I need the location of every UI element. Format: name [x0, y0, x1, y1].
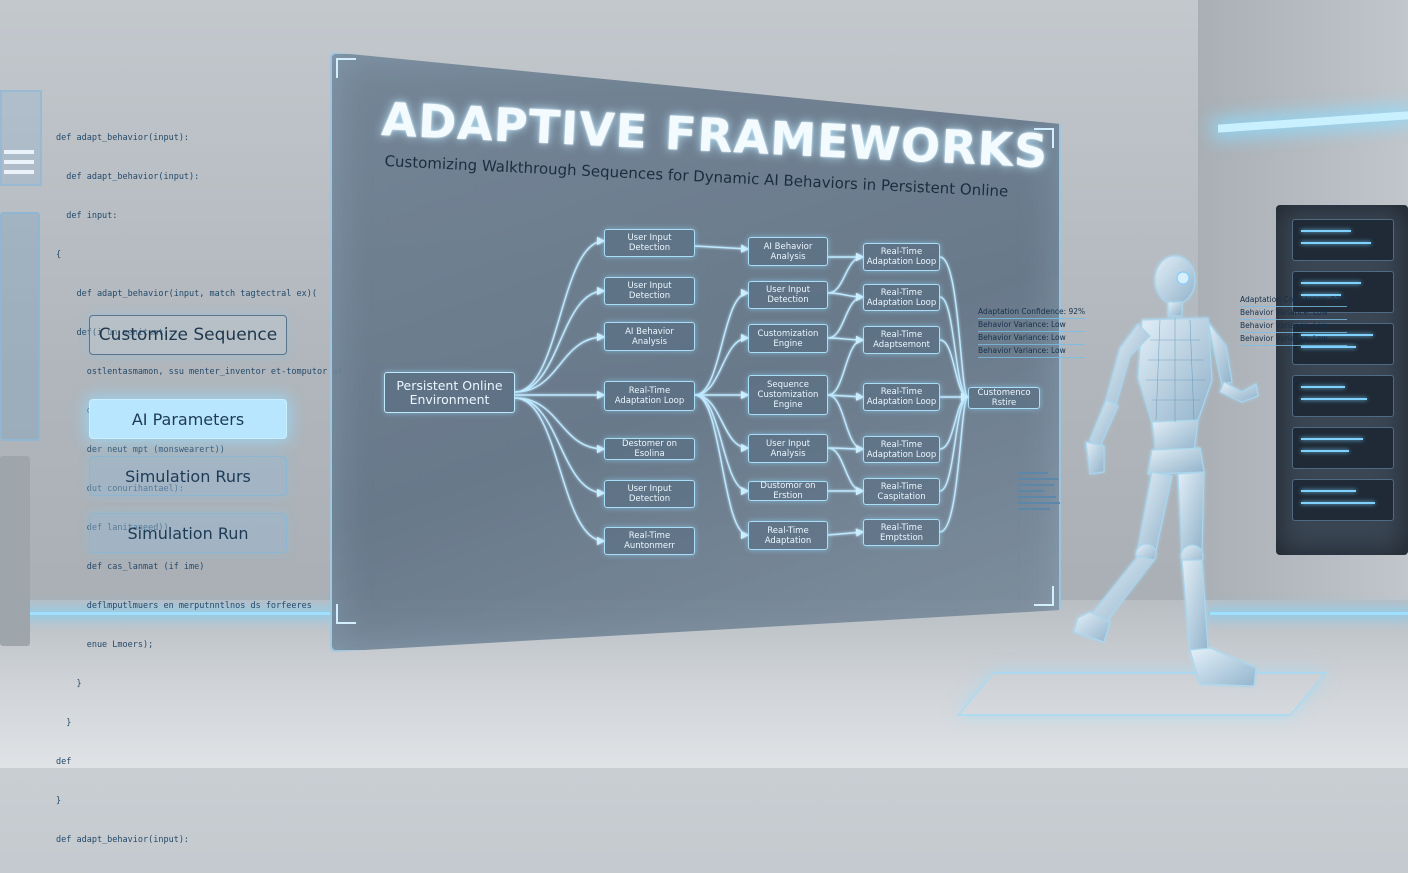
code-line: def adapt_behavior(input, match tagtectr… [56, 289, 317, 299]
node-user-input-detection[interactable]: User Input Detection [748, 281, 828, 309]
code-line: deflmputlmuers en merputnntlnos ds forfe… [56, 601, 312, 611]
stat-line: Behavior Variance: Low [978, 332, 1086, 345]
node-user-input-detection[interactable]: User Input Detection [604, 229, 695, 257]
code-line: enue Lmoers); [56, 640, 154, 650]
simulation-run-button[interactable]: Simulation Run [89, 513, 287, 553]
code-line: def cas_lanmat (if ime) [56, 562, 205, 572]
stat-line: Behavior Variance: Low [978, 319, 1086, 332]
rack-unit [1292, 271, 1394, 313]
node-ai-behavior-analysis[interactable]: AI Behavior Analysis [748, 237, 828, 266]
customize-sequence-button[interactable]: Customize Sequence [89, 315, 287, 355]
node-output[interactable]: Customenco Rstire [968, 387, 1040, 409]
code-line: } [56, 796, 62, 806]
node-sequence-customization-engine[interactable]: Sequence Customization Engine [748, 375, 828, 415]
stats-panel-center: Adaptation Confidence: 92% Behavior Vari… [978, 306, 1086, 358]
node-real-time-adaptation[interactable]: Real-Time Adaptsemont [863, 326, 940, 354]
ai-parameters-button[interactable]: AI Parameters [89, 399, 287, 439]
stat-line: Adaptation Confidence: 92% [1240, 294, 1348, 307]
node-real-time-environment[interactable]: Real-Time Auntonmerr [604, 527, 695, 555]
stat-line: Adaptation Confidence: 92% [978, 306, 1086, 319]
stats-panel-robot: Adaptation Confidence: 92% Behavior Vari… [1240, 294, 1348, 346]
node-real-time-adaptation[interactable]: Real-Time Caspitation [863, 478, 940, 505]
side-monitor-top [0, 90, 42, 186]
node-adaptation-loop[interactable]: Real-Time Adaptation Loop [863, 243, 940, 271]
stat-line: Behavior Variance: Low [1240, 320, 1348, 333]
scene: def adapt_behavior(input): def adapt_beh… [0, 0, 1408, 845]
node-adaptation-loop[interactable]: Real-Time Adaptation Loop [863, 284, 940, 311]
rack-unit [1292, 427, 1394, 469]
simulation-runs-button[interactable]: Simulation Rurs [89, 456, 287, 496]
rack-unit [1292, 219, 1394, 261]
code-line: def lanitaneed)) [56, 523, 169, 533]
code-line: def input: [56, 211, 118, 221]
code-line: } [56, 718, 72, 728]
node-user-input-analysis[interactable]: User Input Analysis [748, 434, 828, 463]
node-real-time-emulation[interactable]: Real-Time Emptstion [863, 519, 940, 546]
floor-light-left [0, 612, 335, 615]
panel-corner [336, 604, 356, 624]
side-monitor [0, 212, 40, 441]
node-customer-option[interactable]: Destomer on Esolina [604, 438, 695, 460]
rack-unit [1292, 323, 1394, 365]
data-readout [1018, 468, 1060, 514]
panel-corner [1034, 586, 1054, 606]
code-line: } [56, 679, 82, 689]
code-line: dut conurihantael): [56, 484, 184, 494]
node-ai-behavior-analysis[interactable]: AI Behavior Analysis [604, 322, 695, 351]
node-user-input-detection[interactable]: User Input Detection [604, 480, 695, 508]
code-line: def adapt_behavior(input): [56, 172, 200, 182]
stat-line: Behavior Variance: Low [1240, 307, 1348, 320]
node-adaptation-loop[interactable]: Real-Time Adaptation Loop [863, 383, 940, 411]
code-line: { [56, 250, 62, 260]
stat-line: Behavior Variance: Low [1240, 333, 1348, 346]
node-root[interactable]: Persistent Online Environment [384, 372, 515, 413]
side-device [0, 456, 30, 646]
code-snippet: def adapt_behavior(input): def adapt_beh… [56, 106, 346, 873]
rack-unit [1292, 479, 1394, 521]
node-user-input-detection[interactable]: User Input Detection [604, 277, 695, 305]
robot-figure [1073, 255, 1259, 687]
node-real-time-adaptation[interactable]: Real-Time Adaptation [748, 521, 828, 550]
panel-corner [1034, 128, 1054, 148]
code-line: def adapt_behavior(input): [56, 133, 190, 143]
code-line: def adapt_behavior(input): [56, 835, 190, 845]
floor-light-right [1210, 612, 1408, 615]
stat-line: Behavior Variance: Low [978, 345, 1086, 358]
rack-unit [1292, 375, 1394, 417]
panel-corner [336, 58, 356, 78]
node-customization-engine[interactable]: Customization Engine [748, 324, 828, 353]
code-line: der neut mpt (monswearert)) [56, 445, 225, 455]
node-customer-option[interactable]: Dustomor on Erstion [748, 481, 828, 501]
node-adaptation-loop[interactable]: Real-Time Adaptation Loop [863, 436, 940, 463]
code-line: def [56, 757, 72, 767]
server-rack [1276, 205, 1408, 555]
node-adaptation-loop[interactable]: Real-Time Adaptation Loop [604, 381, 695, 411]
code-line: ostlentasmamon, ssu menter_inventor et-t… [56, 367, 343, 377]
